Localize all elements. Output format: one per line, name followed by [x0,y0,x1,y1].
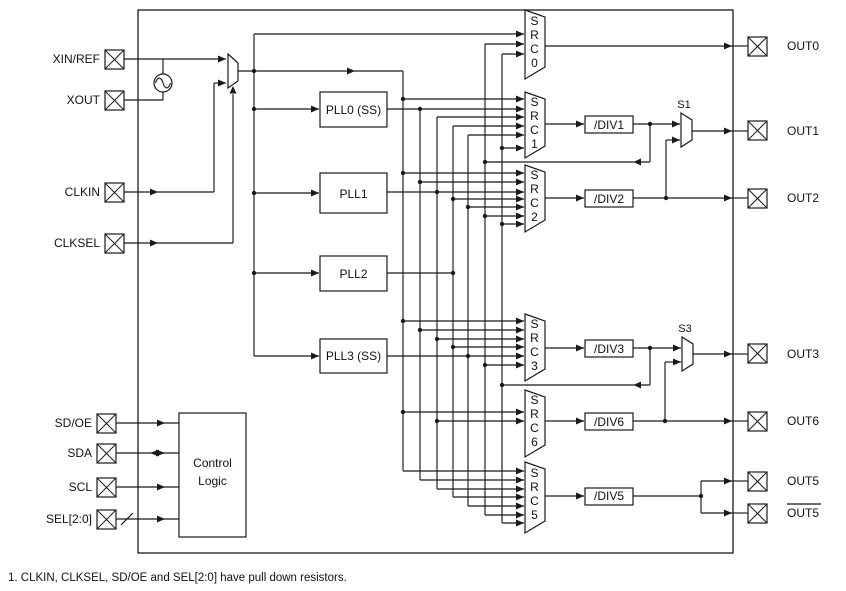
svg-text:3: 3 [531,359,538,373]
label-sel: SEL[2:0] [46,512,92,526]
div6-block [584,412,634,431]
flow-arrowheads [150,67,641,523]
pad-out5b [747,503,768,524]
svg-text:2: 2 [531,210,538,224]
ref-input-mux [227,52,239,90]
pad-sel [96,509,117,530]
svg-text:C: C [530,123,539,137]
pad-clksel [104,233,125,254]
svg-text:S: S [530,393,538,407]
svg-text:R: R [530,109,539,123]
svg-text:S: S [530,466,538,480]
pll0-block [319,91,388,128]
src5-mux [524,461,546,535]
wiring [116,30,748,527]
pll1-block [319,172,388,214]
control-logic-label-1: Control [193,456,232,470]
div3-block [584,339,634,358]
svg-text:5: 5 [531,508,538,522]
src0-mux [524,9,546,81]
footnote: 1. CLKIN, CLKSEL, SD/OE and SEL[2:0] hav… [8,572,347,584]
div5-block [584,487,634,506]
label-out3: OUT3 [787,347,819,361]
label-out6: OUT6 [787,414,819,428]
svg-text:0: 0 [531,56,538,70]
svg-text:R: R [530,407,539,421]
label-scl: SCL [69,480,93,494]
div1-label: /DIV1 [594,118,624,132]
svg-text:R: R [530,480,539,494]
src2-mux [524,164,546,234]
svg-text:R: R [530,28,539,42]
label-out5-inverted: OUT5 [787,506,819,520]
svg-text:S: S [530,168,538,182]
s3-mux [681,335,694,373]
svg-text:R: R [530,331,539,345]
pll2-block [319,255,388,292]
pll3-block [319,338,388,374]
label-clksel: CLKSEL [54,236,100,250]
s1-mux [680,111,693,149]
pad-out3 [747,343,768,364]
src-mux-labels: SR C0 SR C1 SR C2 SR C3 SR C6 SR C5 [530,14,539,522]
svg-text:C: C [530,196,539,210]
label-out2: OUT2 [787,191,819,205]
svg-text:S: S [530,95,538,109]
pad-scl [96,477,117,498]
src1-mux [524,91,546,160]
div2-block [584,189,634,208]
pad-clkin [104,182,125,203]
svg-text:R: R [530,182,539,196]
control-logic-block [178,412,247,538]
pad-out2 [747,188,768,209]
svg-text:C: C [530,42,539,56]
s3-label: S3 [678,323,691,335]
pad-out5 [747,471,768,492]
s1-label: S1 [677,99,690,111]
svg-text:6: 6 [531,435,538,449]
pad-xout [104,90,125,111]
div2-label: /DIV2 [594,192,624,206]
svg-text:1: 1 [531,137,538,151]
crystal-oscillator-icon [153,73,173,93]
label-xin-ref: XIN/REF [53,52,100,66]
chip-outline [137,9,734,554]
pad-xin-ref [104,49,125,70]
pad-out6 [747,411,768,432]
label-out0: OUT0 [787,39,819,53]
pll0-label: PLL0 (SS) [326,103,381,117]
svg-text:C: C [530,345,539,359]
junction-dots [251,68,704,499]
label-sd-oe: SD/OE [55,416,92,430]
label-xout: XOUT [67,93,101,107]
label-clkin: CLKIN [65,185,100,199]
bus-slash-icon [120,512,134,526]
div1-block [584,115,634,134]
pad-sd-oe [96,413,117,434]
svg-text:S: S [530,317,538,331]
pad-out0 [747,36,768,57]
label-out5: OUT5 [787,474,819,488]
label-sda: SDA [67,446,92,460]
pll3-label: PLL3 (SS) [326,349,381,363]
div6-label: /DIV6 [594,415,624,429]
svg-text:C: C [530,494,539,508]
control-logic-label-2: Logic [198,474,227,488]
pad-sda [96,443,117,464]
src3-mux [524,313,546,383]
pll1-label: PLL1 [339,187,367,201]
svg-text:S: S [530,14,538,28]
pad-out1 [747,120,768,141]
div5-label: /DIV5 [594,489,624,503]
src6-mux [524,389,546,459]
div3-label: /DIV3 [594,342,624,356]
svg-text:C: C [530,421,539,435]
pll2-label: PLL2 [339,267,367,281]
label-out1: OUT1 [787,124,819,138]
